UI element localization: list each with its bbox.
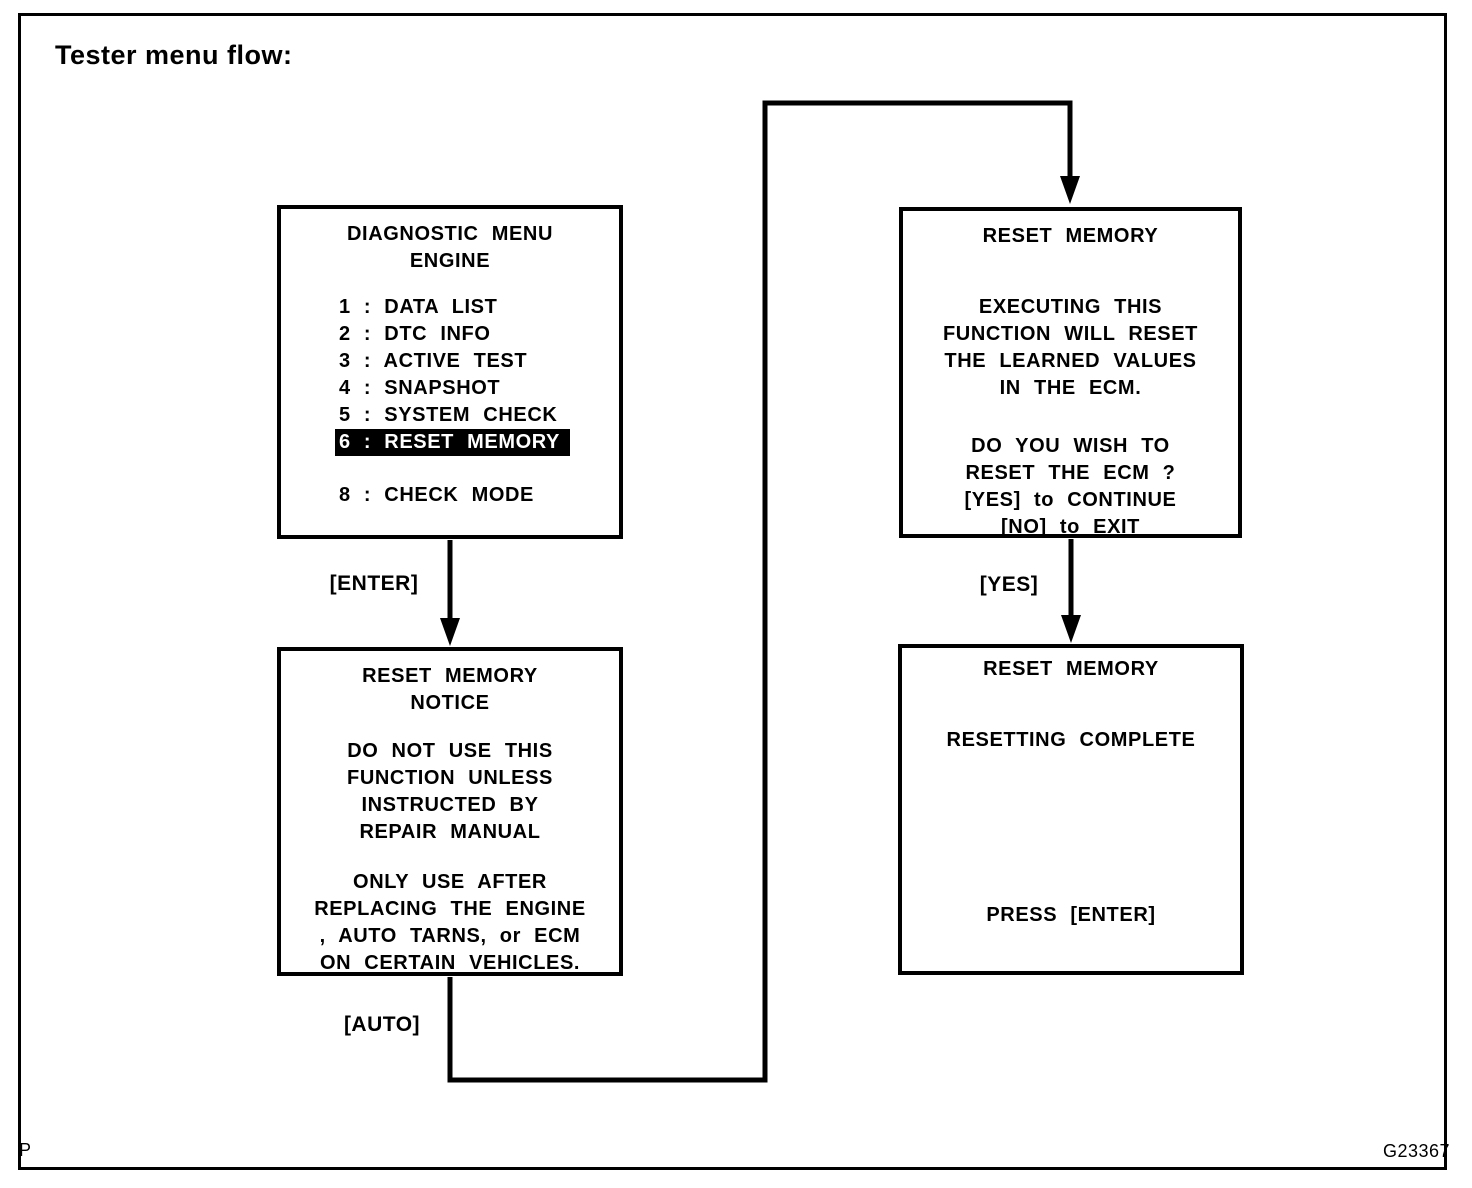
enter-key-label: [ENTER] (329, 572, 419, 595)
text-line: [YES] to CONTINUE (964, 489, 1177, 511)
text-line: [NO] to EXIT (1001, 516, 1140, 538)
screen-reset-memory-confirm: RESET MEMORY EXECUTING THIS FUNCTION WIL… (899, 207, 1242, 538)
page-marker: P (19, 1140, 32, 1160)
figure-id: G23367 (1383, 1141, 1451, 1161)
menu-item: 3 : ACTIVE TEST (339, 350, 528, 372)
press-enter-text: PRESS [ENTER] (986, 904, 1156, 926)
notice-warning-text: DO NOT USE THIS FUNCTION UNLESS INSTRUCT… (281, 738, 619, 846)
menu-item: 4 : SNAPSHOT (339, 377, 501, 399)
screen-reset-memory-complete: RESET MEMORY RESETTING COMPLETE PRESS [E… (898, 644, 1244, 975)
menu-item-selected-label: 6 : RESET MEMORY (335, 429, 570, 456)
screen-title-line: ENGINE (409, 250, 491, 272)
text-line: REPAIR MANUAL (359, 821, 541, 843)
menu-list: 1 : DATA LIST 2 : DTC INFO 3 : ACTIVE TE… (281, 294, 619, 509)
menu-item: 2 : DTC INFO (339, 323, 491, 345)
text-line: DO NOT USE THIS (347, 740, 553, 762)
screen-title: RESET MEMORY NOTICE (281, 663, 619, 717)
menu-item-selected: 6 : RESET MEMORY (335, 429, 619, 456)
text-line: REPLACING THE ENGINE (314, 898, 586, 920)
text-line: , AUTO TARNS, or ECM (319, 925, 581, 947)
text-line: RESET THE ECM ? (965, 462, 1176, 484)
complete-status-text: RESETTING COMPLETE (946, 729, 1196, 751)
yes-key-label: [YES] (979, 573, 1039, 596)
text-line: THE LEARNED VALUES (944, 350, 1197, 372)
text-line: DO YOU WISH TO (971, 435, 1170, 457)
text-line: ON CERTAIN VEHICLES. (319, 952, 581, 974)
text-line: EXECUTING THIS (978, 296, 1163, 318)
figure-title: Tester menu flow: (55, 40, 293, 70)
auto-key-label: [AUTO] (343, 1013, 421, 1036)
confirm-warning-text: EXECUTING THIS FUNCTION WILL RESET THE L… (903, 294, 1238, 402)
text-line: FUNCTION UNLESS (347, 767, 553, 789)
screen-title-line: DIAGNOSTIC MENU (347, 223, 553, 245)
screen-title-line: RESET MEMORY (362, 665, 538, 687)
text-line: IN THE ECM. (999, 377, 1142, 399)
screen-title-line: NOTICE (410, 692, 490, 714)
figure-frame (18, 13, 1447, 1170)
screen-diagnostic-menu: DIAGNOSTIC MENU ENGINE 1 : DATA LIST 2 :… (277, 205, 623, 539)
menu-gap (339, 456, 619, 482)
screen-title: RESET MEMORY (982, 225, 1159, 247)
menu-item: 1 : DATA LIST (339, 296, 498, 318)
text-line: FUNCTION WILL RESET (942, 323, 1199, 345)
screen-reset-memory-notice: RESET MEMORY NOTICE DO NOT USE THIS FUNC… (277, 647, 623, 976)
menu-item: 5 : SYSTEM CHECK (339, 404, 558, 426)
notice-usage-text: ONLY USE AFTER REPLACING THE ENGINE , AU… (281, 869, 619, 977)
menu-item: 8 : CHECK MODE (339, 484, 534, 506)
text-line: ONLY USE AFTER (353, 871, 547, 893)
screen-title: RESET MEMORY (983, 658, 1159, 680)
text-line: INSTRUCTED BY (361, 794, 539, 816)
screen-title: DIAGNOSTIC MENU ENGINE (281, 221, 619, 275)
confirm-prompt-text: DO YOU WISH TO RESET THE ECM ? [YES] to … (903, 433, 1238, 541)
